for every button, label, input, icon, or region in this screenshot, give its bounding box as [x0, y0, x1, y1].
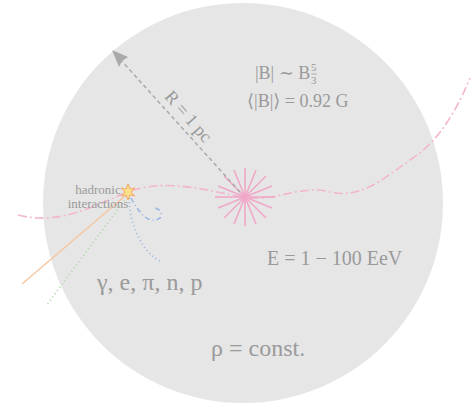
exponent-numerator: 5: [311, 61, 317, 73]
density-label: ρ = const.: [211, 335, 305, 361]
arrow-head: [112, 50, 128, 67]
particle-track: [18, 78, 470, 218]
secondaries-label: γ, e, π, n, p: [97, 269, 202, 295]
radius-arrow: [119, 58, 240, 192]
region-sphere: [43, 3, 443, 403]
source-burst: [215, 168, 275, 226]
field-scaling: |B| ∼ B: [255, 64, 310, 84]
charged-track: [131, 198, 161, 220]
energy-label: E = 1 − 100 EeV: [267, 247, 402, 269]
interaction-label: hadronic interactions: [53, 183, 143, 212]
charged-track: [129, 198, 162, 262]
exponent-denominator: 3: [311, 74, 317, 86]
field-mean: ⟨|B|⟩ = 0.92 G: [247, 92, 348, 112]
